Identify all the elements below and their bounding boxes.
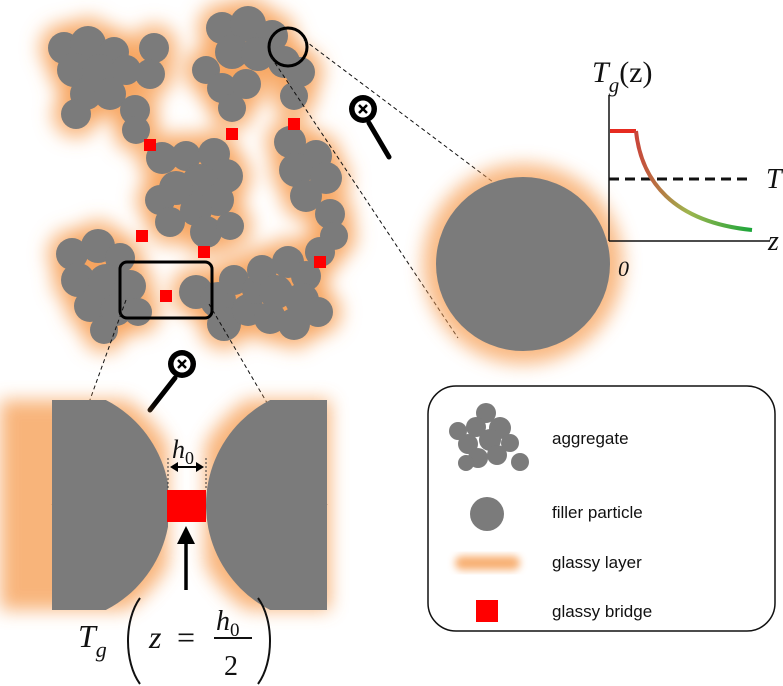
projection-line-right	[208, 303, 328, 506]
filler-particle-zoom	[423, 164, 623, 364]
legend-aggregate-icon	[449, 403, 529, 471]
filler-particle	[120, 95, 150, 125]
filler-particle	[303, 297, 333, 327]
filler-particle	[280, 82, 308, 110]
filler-particle	[218, 94, 246, 122]
legend-label-glassy-layer: glassy layer	[552, 553, 642, 572]
filler-particle	[290, 180, 322, 212]
filler-particle	[61, 263, 95, 297]
filler-particle	[56, 238, 88, 270]
formula-paren-left	[127, 597, 141, 685]
legend: aggregate filler particle glassy layer g…	[427, 385, 776, 632]
filler-particle	[90, 316, 118, 344]
filler-particle	[219, 265, 249, 295]
filler-particle	[135, 59, 165, 89]
filler-particle	[61, 99, 91, 129]
bridge-particle-right	[206, 400, 327, 610]
glassy-bridge	[226, 128, 238, 140]
glassy-bridge	[136, 230, 148, 242]
tg-curve	[634, 130, 753, 232]
filler-particle	[241, 37, 275, 71]
bridge-formula: Tg z = h0 2	[78, 597, 271, 685]
network-bridges	[136, 118, 326, 302]
legend-label-filler: filler particle	[552, 503, 643, 522]
aggregate-network	[39, 0, 357, 353]
gap-arrow	[170, 462, 204, 472]
glassy-bridge	[160, 290, 172, 302]
filler-particle	[274, 126, 306, 158]
gap-label: h0	[172, 435, 194, 468]
filler-particle	[124, 298, 152, 326]
bridge-particle-left	[52, 400, 168, 610]
filler-particle	[94, 78, 126, 110]
x-axis-label: z	[767, 226, 779, 257]
filler-particle	[254, 302, 286, 334]
filler-particle	[74, 290, 106, 322]
formula-var: z	[148, 619, 162, 655]
formula-equals: =	[177, 619, 195, 655]
glassy-bridge	[144, 139, 156, 151]
zoom-in-icon	[349, 95, 392, 160]
filler-particle	[215, 35, 249, 69]
filler-particle	[122, 116, 150, 144]
legend-glassy-layer-icon	[455, 556, 520, 570]
filler-particle	[155, 207, 185, 237]
filler-particle	[207, 307, 241, 341]
filler-particle	[70, 26, 106, 62]
filler-particle	[315, 199, 345, 229]
filler-particle	[190, 216, 222, 248]
filler-particle	[216, 212, 244, 240]
bridge-zoom: h0	[0, 400, 330, 610]
filler-particle	[111, 55, 141, 85]
legend-label-aggregate: aggregate	[552, 429, 629, 448]
filler-particle	[278, 308, 310, 340]
legend-filler-icon	[470, 497, 504, 531]
filler-particle	[231, 69, 261, 99]
glassy-bridge-zoom	[167, 490, 206, 522]
filler-particle	[305, 237, 335, 267]
up-arrow	[177, 526, 195, 590]
network-particles	[48, 6, 348, 344]
legend-glassy-bridge-icon	[476, 600, 498, 622]
formula-lhs: Tg	[78, 618, 107, 662]
zoom-rect-marker	[118, 260, 214, 320]
origin-label: 0	[618, 256, 629, 281]
threshold-label: T	[766, 164, 783, 195]
legend-label-glassy-bridge: glassy bridge	[552, 602, 652, 621]
zoom-circle-marker	[267, 26, 309, 68]
filler-particle	[171, 141, 201, 171]
y-axis-label: Tg(z)	[592, 56, 652, 97]
formula-numerator: h0	[216, 606, 240, 641]
filler-particle-large	[436, 177, 610, 351]
tg-profile-plot: Tg(z) T z 0	[592, 56, 783, 281]
formula-paren-right	[257, 597, 271, 685]
projection-line-top	[303, 39, 494, 183]
filler-particle	[259, 275, 293, 309]
glassy-bridge	[198, 246, 210, 258]
formula-denominator: 2	[224, 651, 238, 682]
zoom-in-icon	[147, 350, 196, 413]
glassy-bridge	[314, 256, 326, 268]
filler-particle	[279, 153, 313, 187]
filler-particle	[139, 33, 169, 63]
filler-particle	[114, 270, 146, 302]
glassy-bridge	[288, 118, 300, 130]
